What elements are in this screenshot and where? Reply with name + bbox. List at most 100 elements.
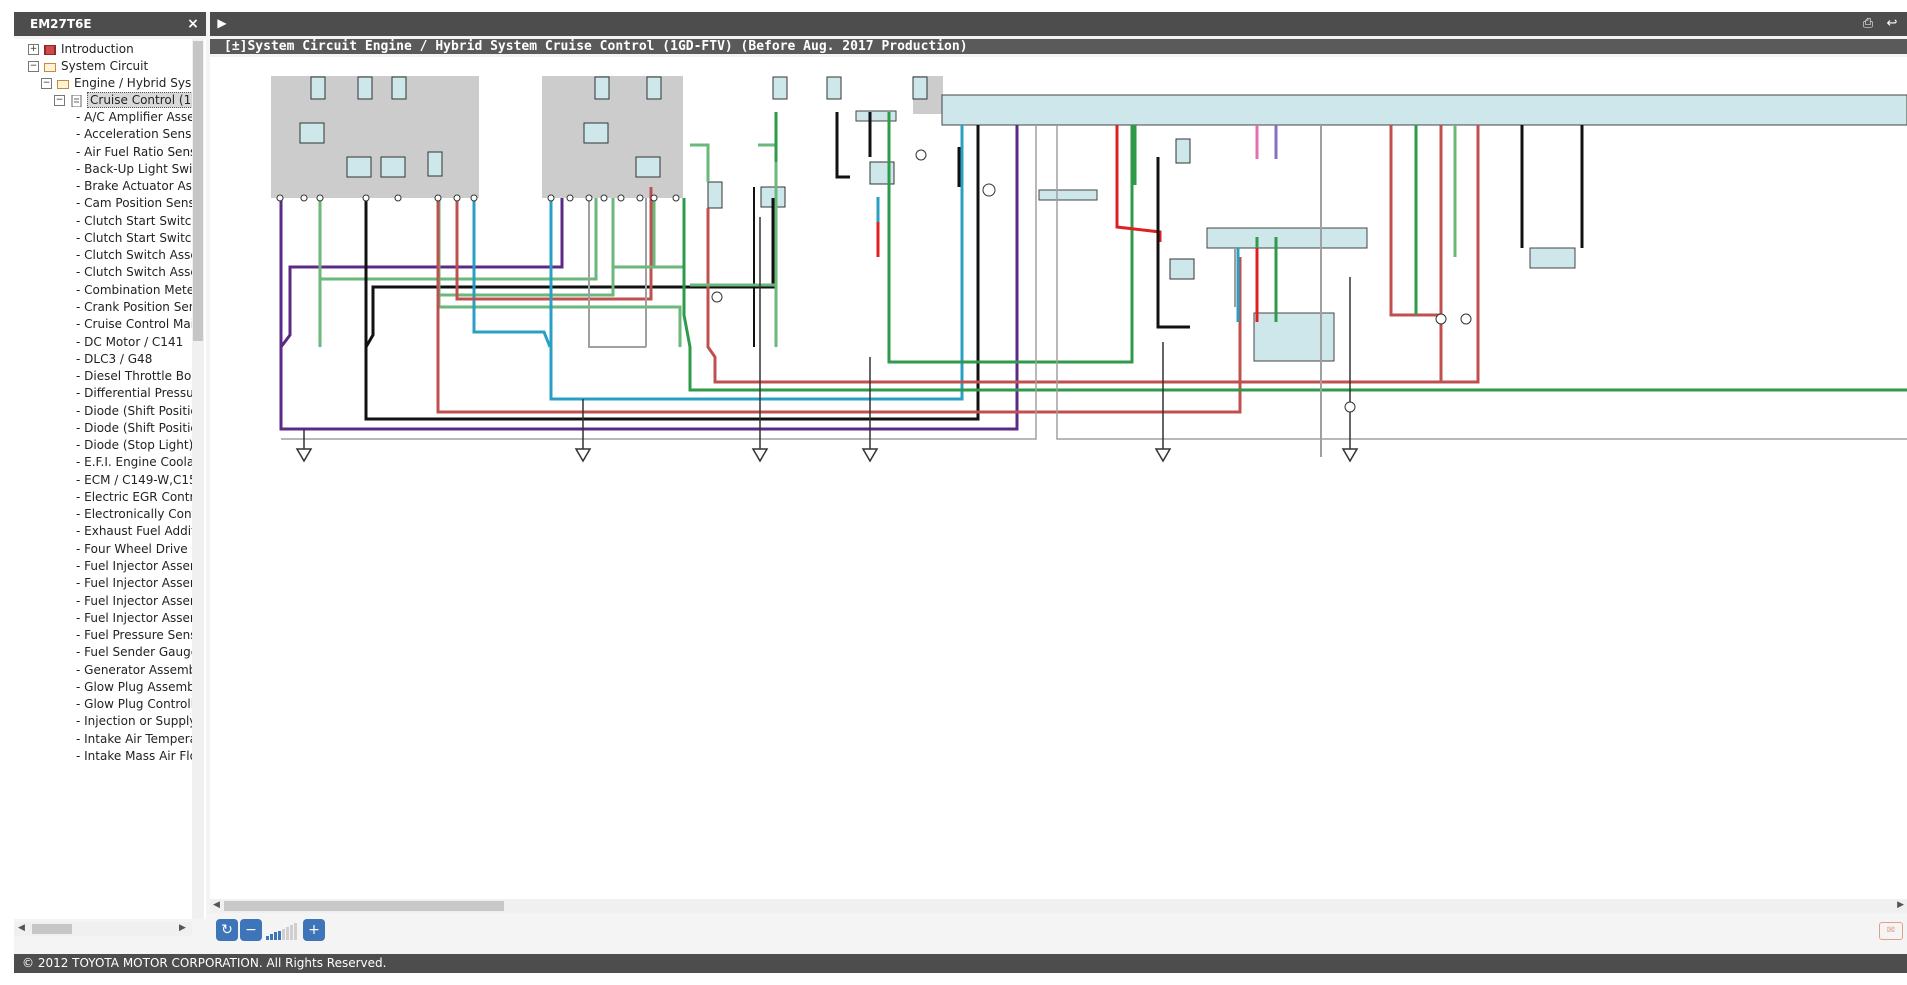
tree-node-system-circuit[interactable]: − System Circuit — [28, 56, 206, 76]
tree-item[interactable]: - Clutch Switch Asse — [76, 265, 198, 280]
collapse-icon[interactable]: − — [28, 61, 39, 72]
tree-item[interactable]: - Diesel Throttle Bod — [76, 369, 199, 384]
tree-item[interactable]: - Electric EGR Contr — [76, 489, 195, 504]
print-icon[interactable]: ⎙ — [1862, 16, 1874, 31]
copyright-text: © 2012 TOYOTA MOTOR CORPORATION. All Rig… — [22, 956, 387, 970]
wiring-diagram-canvas[interactable] — [210, 57, 1907, 900]
tree-item[interactable]: - Brake Actuator Ass — [76, 179, 199, 194]
app-window: EM27T6E × +Introduction −System Circuit … — [14, 12, 1907, 973]
tree-node-cruise-control[interactable]: − Cruise Control (1( — [54, 90, 206, 110]
zoom-level-step[interactable] — [266, 936, 269, 940]
relay-icons — [299, 122, 661, 178]
dc-motor — [1529, 247, 1576, 269]
zoom-level-step[interactable] — [294, 923, 297, 940]
scroll-left-icon[interactable]: ◀ — [213, 900, 220, 910]
main-panel-header: ▶ ⎙ ↩ — [210, 12, 1907, 36]
fuse-icons — [310, 76, 1195, 280]
tree-label-system-circuit: System Circuit — [61, 59, 149, 73]
expand-panel-icon[interactable]: ▶ — [217, 16, 227, 30]
connector-circles — [276, 149, 1472, 413]
tree-item[interactable]: - Diode (Stop Light) — [76, 438, 194, 453]
tree-node-introduction[interactable]: + Introduction — [28, 39, 206, 59]
document-icon — [71, 94, 82, 107]
tree-item[interactable]: - Glow Plug Assembl — [76, 679, 199, 694]
ecm-connector-block — [941, 94, 1907, 126]
tree-item[interactable]: - Diode (Shift Positic — [76, 403, 198, 418]
tree-vertical-scrollbar[interactable] — [192, 39, 204, 919]
tree-item[interactable]: - Acceleration Senso — [76, 127, 199, 142]
scrollbar-thumb[interactable] — [193, 41, 203, 341]
tree-item[interactable]: - Combination Meter — [76, 282, 200, 297]
tree-item[interactable]: - Four Wheel Drive C — [76, 541, 200, 556]
junction-connector — [1038, 189, 1098, 201]
tree-item[interactable]: - Generator Assembl — [76, 662, 200, 677]
tree-item[interactable]: - Fuel Sender Gauge — [76, 645, 199, 660]
refresh-icon[interactable]: ↻ — [216, 919, 238, 941]
tree-item[interactable]: - Injection or Supply — [76, 714, 197, 729]
tree-item[interactable]: - Intake Mass Air Flo — [76, 748, 197, 763]
feedback-icon[interactable]: ✉ — [1879, 922, 1903, 940]
tree-item[interactable]: - Differential Pressur — [76, 386, 199, 401]
tree-label-introduction: Introduction — [61, 42, 134, 56]
close-icon[interactable]: × — [187, 16, 199, 32]
expand-icon[interactable]: + — [28, 44, 39, 55]
tree-item[interactable]: - DLC3 / G48 — [76, 351, 153, 366]
tree-item[interactable]: - Fuel Injector Asser — [76, 559, 195, 574]
tree-item[interactable]: - Diode (Shift Positic — [76, 420, 198, 435]
open-book-icon — [44, 62, 56, 72]
tree-item[interactable]: - Cam Position Sens — [76, 196, 195, 211]
tree-item[interactable]: - DC Motor / C141 — [76, 334, 184, 349]
tree-node-engine-hybrid[interactable]: −Engine / Hybrid Sys — [41, 73, 206, 93]
connector-block — [855, 110, 897, 122]
ground-icons — [295, 217, 1359, 463]
zoom-toolbar: ↻ − + ✉ — [210, 917, 1907, 947]
zoom-in-icon[interactable]: + — [303, 919, 325, 941]
tree-item[interactable]: - Fuel Pressure Sens — [76, 628, 197, 643]
tree-item[interactable]: - Glow Plug Controlle — [76, 697, 202, 712]
wiring-diagram — [271, 76, 1907, 463]
tree-item[interactable]: - Intake Air Tempera — [76, 731, 198, 746]
scrollbar-thumb[interactable] — [224, 901, 504, 911]
tree-item[interactable]: - Electronically Contr — [76, 507, 202, 522]
scroll-right-icon[interactable]: ▶ — [1897, 900, 1904, 910]
wires — [279, 112, 1907, 457]
tree-item[interactable]: - A/C Amplifier Asse — [76, 110, 195, 124]
zoom-level-step[interactable] — [290, 925, 293, 940]
scroll-right-icon[interactable]: ▶ — [179, 923, 186, 933]
navigation-tree: +Introduction −System Circuit −Engine / … — [14, 39, 206, 919]
tree-item[interactable]: - Fuel Injector Asser — [76, 576, 195, 591]
zoom-level-step[interactable] — [270, 934, 273, 940]
tree-horizontal-scrollbar[interactable]: ◀ ▶ — [14, 922, 192, 936]
diagram-horizontal-scrollbar[interactable]: ◀ ▶ — [210, 899, 1907, 913]
tree-item[interactable]: - Crank Position Sen — [76, 299, 197, 314]
scrollbar-thumb[interactable] — [32, 924, 72, 934]
scroll-left-icon[interactable]: ◀ — [18, 923, 25, 933]
tree-item[interactable]: - Clutch Switch Asse — [76, 248, 198, 263]
left-panel-header: EM27T6E × — [14, 12, 206, 36]
zoom-level-step[interactable] — [278, 930, 281, 940]
footer: © 2012 TOYOTA MOTOR CORPORATION. All Rig… — [14, 954, 1907, 973]
collapse-icon[interactable]: − — [54, 95, 65, 106]
glow-plug-controller — [1206, 227, 1368, 249]
tree-label-cruise-control-selected: Cruise Control (1( — [87, 92, 199, 108]
tree-item[interactable]: - E.F.I. Engine Coola — [76, 455, 195, 470]
tree-item[interactable]: - Back-Up Light Swit — [76, 161, 198, 176]
zoom-level-step[interactable] — [274, 932, 277, 940]
tree-item[interactable]: - Fuel Injector Asser — [76, 593, 195, 608]
open-book-icon — [57, 79, 69, 89]
zoom-out-icon[interactable]: − — [240, 919, 262, 941]
tree-item[interactable]: - ECM / C149-W,C15 — [76, 472, 197, 487]
zoom-level-step[interactable] — [282, 928, 285, 940]
collapse-icon[interactable]: − — [41, 78, 52, 89]
relay-block-middle — [542, 76, 683, 198]
tree-item[interactable]: - Exhaust Fuel Addit — [76, 524, 196, 539]
diagram-title: [±]System Circuit Engine / Hybrid System… — [210, 39, 1907, 54]
zoom-level-step[interactable] — [286, 927, 289, 940]
tree-item[interactable]: - Clutch Start Switch — [76, 230, 199, 245]
book-icon — [44, 44, 56, 55]
back-icon[interactable]: ↩ — [1886, 16, 1898, 31]
tree-item[interactable]: - Cruise Control Mai — [76, 317, 195, 332]
tree-item[interactable]: - Air Fuel Ratio Sens — [76, 144, 197, 159]
tree-item[interactable]: - Fuel Injector Asser — [76, 610, 195, 625]
tree-item[interactable]: - Clutch Start Switch — [76, 213, 199, 228]
